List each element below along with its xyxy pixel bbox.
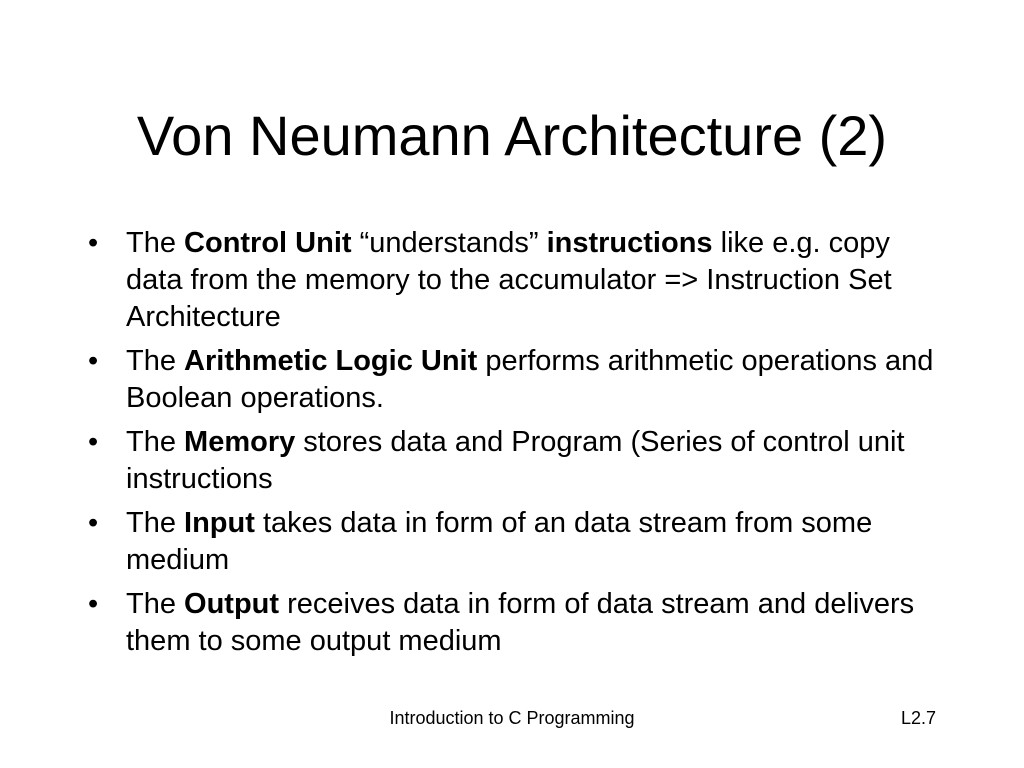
- bullet-item-control-unit: • The Control Unit “understands” instruc…: [88, 225, 948, 336]
- bullet-item-alu: • The Arithmetic Logic Unit performs ari…: [88, 343, 948, 417]
- bullet-list: • The Control Unit “understands” instruc…: [88, 225, 948, 667]
- bullet-text-prefix: The: [126, 507, 185, 539]
- footer-course-title: Introduction to C Programming: [389, 708, 635, 728]
- slide-title: Von Neumann Architecture (2): [136, 104, 888, 167]
- bullet-text-prefix: The: [126, 345, 185, 377]
- bullet-icon: •: [88, 507, 99, 539]
- bullet-term: Output: [184, 588, 280, 620]
- bullet-term: Arithmetic Logic Unit: [184, 345, 478, 377]
- bullet-term-secondary: instructions: [546, 227, 713, 259]
- bullet-text-suffix: stores data and Program (Series of contr…: [126, 426, 905, 495]
- bullet-item-memory: • The Memory stores data and Program (Se…: [88, 424, 948, 498]
- bullet-term: Memory: [184, 426, 296, 458]
- footer-slide-number: L2.7: [900, 708, 936, 728]
- bullet-text-prefix: The: [126, 426, 185, 458]
- bullet-icon: •: [88, 227, 99, 259]
- bullet-icon: •: [88, 345, 99, 377]
- bullet-term: Input: [184, 507, 255, 539]
- bullet-text-prefix: The: [126, 588, 185, 620]
- bullet-item-output: • The Output receives data in form of da…: [88, 586, 948, 660]
- bullet-text-suffix: takes data in form of an data stream fro…: [126, 507, 873, 576]
- bullet-text-suffix: receives data in form of data stream and…: [126, 588, 915, 657]
- bullet-item-input: • The Input takes data in form of an dat…: [88, 505, 948, 579]
- bullet-icon: •: [88, 588, 99, 620]
- bullet-term: Control Unit: [184, 227, 352, 259]
- bullet-text-suffix: like e.g. copy data from the memory to t…: [126, 227, 892, 333]
- bullet-text-suffix: performs arithmetic operations and Boole…: [126, 345, 934, 414]
- bullet-text-middle: “understands”: [351, 227, 547, 259]
- bullet-icon: •: [88, 426, 99, 458]
- bullet-text-prefix: The: [126, 227, 185, 259]
